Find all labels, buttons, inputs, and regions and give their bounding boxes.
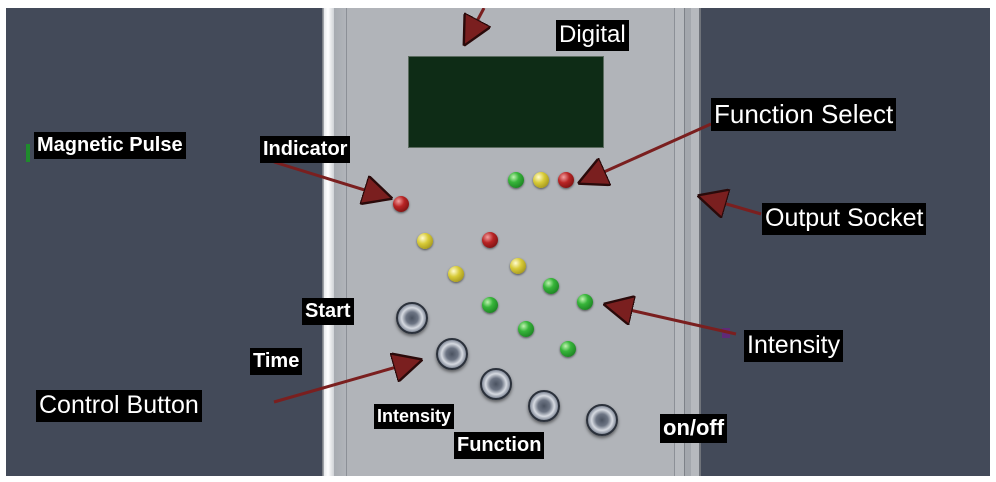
label-time: Time — [250, 348, 303, 375]
arrow-output-socket — [706, 198, 762, 214]
label-start: Start — [302, 298, 354, 325]
label-control-button: Control Button — [36, 390, 202, 422]
intensity-led-8 — [518, 321, 534, 337]
arrow-top — [468, 8, 484, 38]
intensity-led-1 — [417, 233, 433, 249]
function-led-1 — [508, 172, 524, 188]
pulse-indicator-led — [393, 196, 409, 212]
intensity-led-2 — [482, 232, 498, 248]
label-magnetic-pulse: Magnetic Pulse — [34, 132, 186, 159]
device-diagram: Digital Function Select Magnetic Pulse I… — [6, 8, 990, 476]
label-function-select: Function Select — [711, 98, 897, 131]
intensity-led-6 — [577, 294, 593, 310]
arrow-intensity — [612, 306, 737, 336]
label-indicator: Indicator — [260, 136, 351, 163]
function-led-2 — [533, 172, 549, 188]
label-output-socket: Output Socket — [762, 203, 927, 235]
side-rail — [684, 8, 691, 476]
intensity-led-3 — [448, 266, 464, 282]
label-digital: Digital — [556, 20, 629, 51]
on-off-knob[interactable] — [586, 404, 618, 436]
intensity-led-9 — [560, 341, 576, 357]
arrow-control-button — [273, 362, 414, 404]
intensity-knob[interactable] — [480, 368, 512, 400]
housing-edge-highlight — [324, 8, 334, 476]
callout-arrows — [273, 8, 762, 404]
label-intensity-right: Intensity — [744, 330, 844, 362]
label-function-bottom: Function — [454, 432, 545, 459]
label-on-off: on/off — [660, 414, 728, 443]
function-knob[interactable] — [528, 390, 560, 422]
intensity-led-4 — [510, 258, 526, 274]
label-intensity-bottom: Intensity — [374, 404, 455, 429]
function-led-3 — [558, 172, 574, 188]
arrow-function-select — [586, 122, 712, 180]
intensity-led-5 — [543, 278, 559, 294]
start-knob[interactable] — [396, 302, 428, 334]
intensity-led-7 — [482, 297, 498, 313]
digital-display — [408, 56, 604, 148]
time-knob[interactable] — [436, 338, 468, 370]
arrow-indicator — [273, 160, 384, 196]
green-marker — [26, 144, 30, 162]
